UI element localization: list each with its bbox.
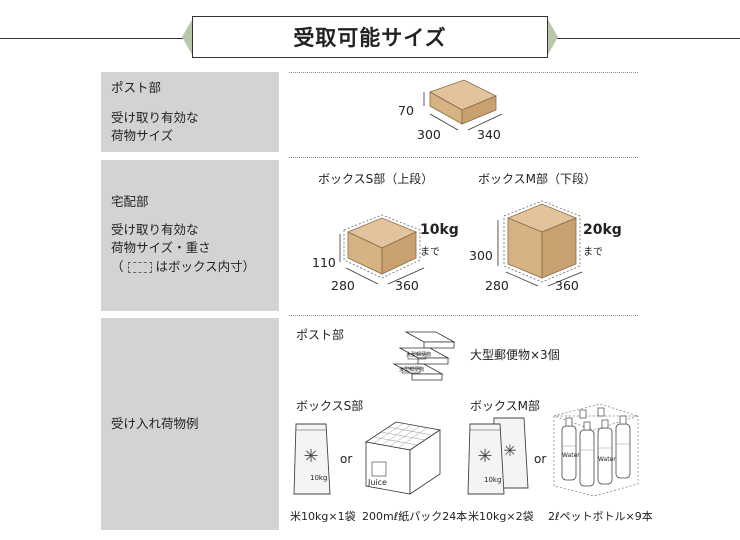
box-m-weight: 20kg bbox=[583, 222, 622, 238]
example-post-title: ポスト部 bbox=[296, 328, 345, 342]
row-delivery-label-2: 受け取り有効な bbox=[111, 222, 199, 237]
water-label-1: Water bbox=[562, 452, 580, 459]
row-examples-label: 受け入れ荷物例 bbox=[111, 416, 199, 431]
m-caption-rice: 米10kg×2袋 bbox=[468, 510, 534, 523]
header-left-ear bbox=[182, 16, 194, 58]
rice-bag-s-label: 10kg bbox=[310, 474, 328, 482]
divider-top bbox=[289, 72, 638, 73]
post-dim-depth: 340 bbox=[477, 127, 501, 142]
row-post-label-3: 荷物サイズ bbox=[111, 128, 174, 143]
or-m: or bbox=[534, 452, 547, 466]
juice-carton-pack-illustration bbox=[364, 421, 442, 495]
svg-text:✳: ✳ bbox=[303, 446, 318, 467]
rice-bag-m-illustration: ✳ ✳ bbox=[467, 417, 529, 495]
box-s-weight: 10kg bbox=[420, 222, 459, 238]
envelope-stack-illustration bbox=[392, 331, 456, 381]
row-delivery-label-3: 荷物サイズ・重さ bbox=[111, 240, 211, 255]
envelope-label-1: 大型郵便物 bbox=[406, 352, 432, 358]
svg-text:✳: ✳ bbox=[503, 441, 516, 460]
paren-close-text: はボックス内寸） bbox=[155, 259, 256, 274]
row-post-label-1: ポスト部 bbox=[111, 80, 162, 95]
post-box-illustration bbox=[423, 79, 503, 131]
svg-text:✳: ✳ bbox=[477, 446, 492, 467]
box-m-weight-suffix: まで bbox=[583, 247, 603, 258]
box-s-title: ボックスS部（上段） bbox=[318, 172, 434, 186]
box-s-dim-width: 280 bbox=[331, 278, 355, 293]
row-delivery-label-1: 宅配部 bbox=[111, 194, 149, 209]
row-examples-label-cell bbox=[101, 318, 279, 530]
box-s-weight-suffix: まで bbox=[420, 247, 440, 258]
row-post-label-2: 受け取り有効な bbox=[111, 110, 199, 125]
divider-bottom bbox=[289, 315, 638, 316]
rice-bag-m-label: 10kg bbox=[484, 476, 502, 484]
box-s-dim-depth: 360 bbox=[395, 278, 419, 293]
or-s: or bbox=[340, 452, 353, 466]
box-m-dim-height: 300 bbox=[469, 248, 493, 263]
post-dim-width: 300 bbox=[417, 127, 441, 142]
box-s-dim-height: 110 bbox=[312, 255, 336, 270]
s-caption-juice: 200mℓ紙パック24本 bbox=[362, 510, 468, 523]
envelope-label-2: 大型郵便物 bbox=[399, 367, 425, 373]
water-bottles-illustration bbox=[553, 403, 640, 497]
post-dim-height: 70 bbox=[398, 103, 414, 118]
box-m-illustration bbox=[497, 200, 583, 287]
box-m-title: ボックスM部（下段） bbox=[478, 172, 596, 186]
row-delivery-label-4: （ はボックス内寸） bbox=[111, 259, 255, 275]
water-label-2: Water bbox=[598, 456, 616, 463]
s-caption-rice: 米10kg×1袋 bbox=[290, 510, 356, 523]
header-right-ear bbox=[546, 16, 558, 58]
box-s-illustration bbox=[339, 214, 425, 285]
m-caption-bottles: 2ℓペットボトル×9本 bbox=[548, 510, 653, 523]
box-m-dim-width: 280 bbox=[485, 278, 509, 293]
box-m-dim-depth: 360 bbox=[555, 278, 579, 293]
row-delivery-label-cell bbox=[101, 160, 279, 311]
example-m-title: ボックスM部 bbox=[470, 399, 540, 413]
page-title: 受取可能サイズ bbox=[192, 16, 548, 58]
example-post-caption: 大型郵便物×3個 bbox=[470, 348, 560, 362]
paren-open: （ bbox=[111, 259, 124, 274]
juice-label: Juice bbox=[368, 478, 387, 487]
row-post-label-cell bbox=[101, 72, 279, 152]
inner-size-legend-box bbox=[127, 262, 152, 273]
example-s-title: ボックスS部 bbox=[296, 399, 364, 413]
rice-bag-s-illustration: ✳ bbox=[293, 423, 331, 495]
divider-mid bbox=[289, 157, 638, 158]
